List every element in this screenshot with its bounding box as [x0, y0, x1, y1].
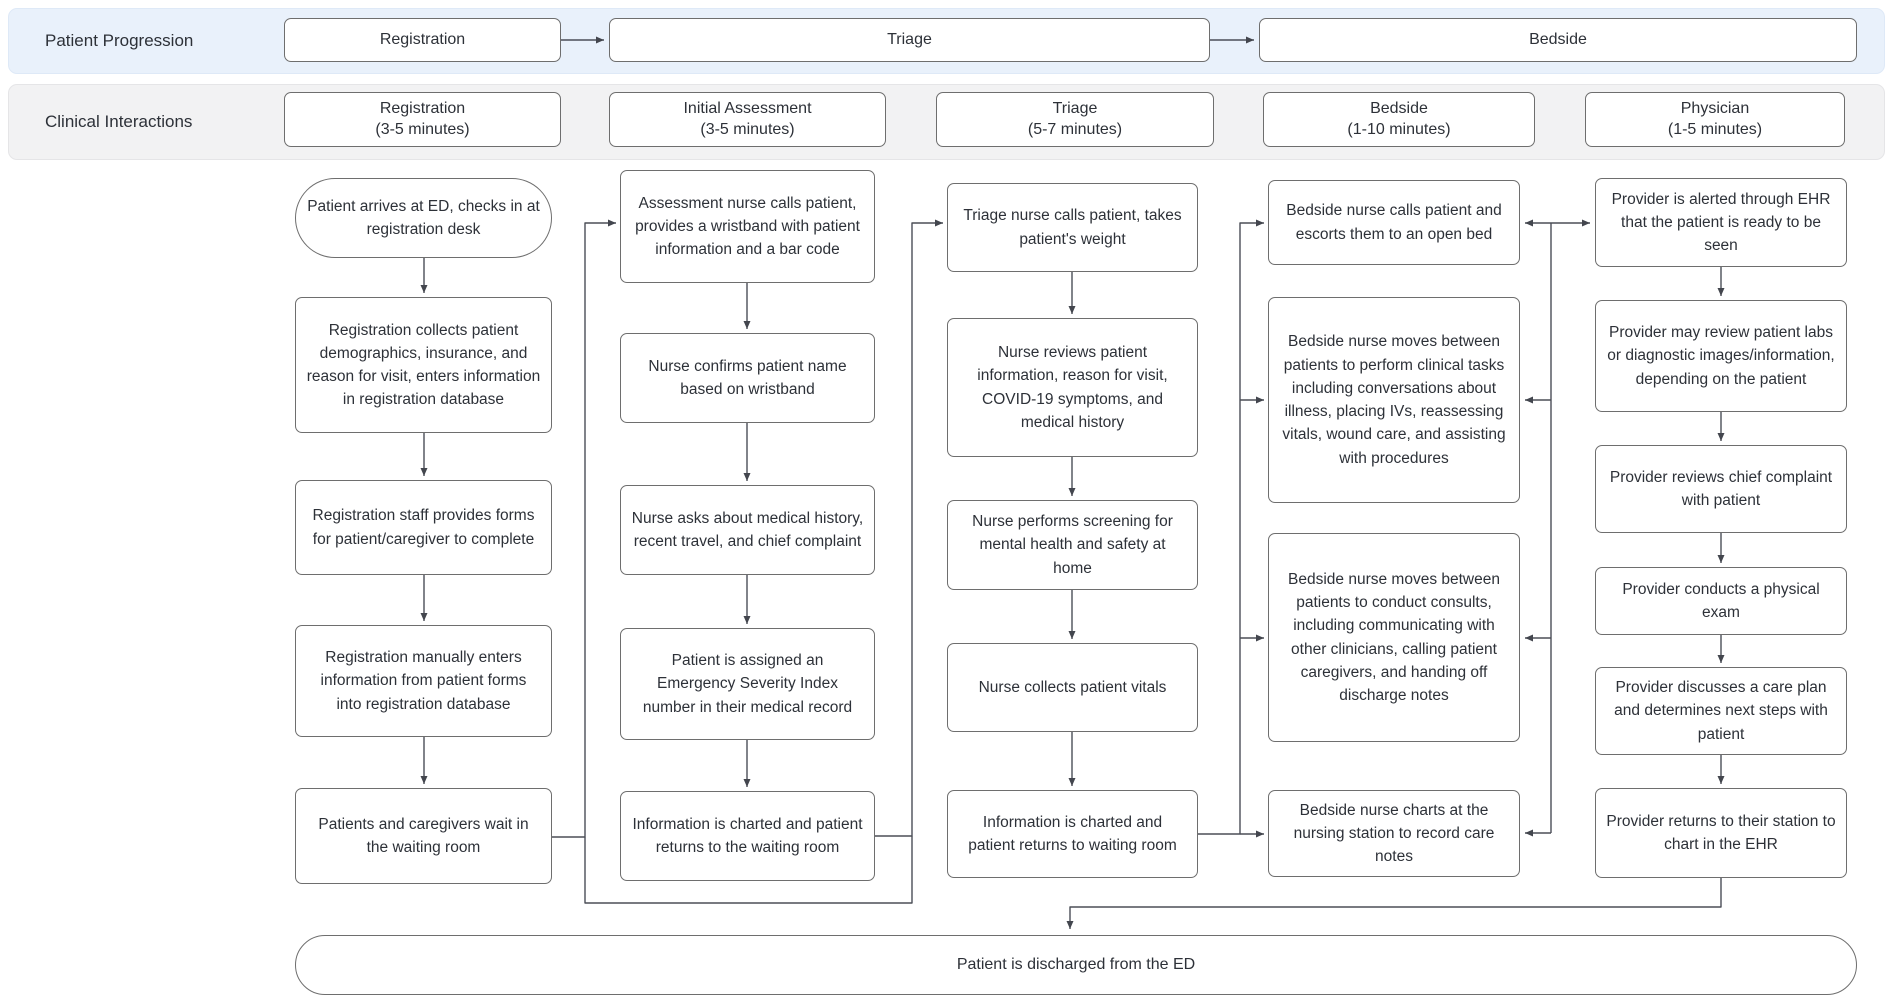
flow-step-physician-6: Provider returns to their station to cha… [1595, 788, 1847, 878]
flow-step-bedside-2: Bedside nurse moves between patients to … [1268, 297, 1520, 503]
interaction-duration: (5-7 minutes) [1027, 120, 1123, 138]
progression-stage-triage: Triage [609, 18, 1210, 62]
progression-stage-bedside: Bedside [1259, 18, 1857, 62]
interaction-name: Initial Assessment [683, 99, 812, 117]
interaction-name: Bedside [1370, 99, 1428, 117]
interaction-duration: (1-5 minutes) [1667, 120, 1763, 138]
flow-step-bedside-1: Bedside nurse calls patient and escorts … [1268, 180, 1520, 265]
flow-step-registration-4: Registration manually enters information… [295, 625, 552, 737]
flow-step-assessment-2: Nurse confirms patient name based on wri… [620, 333, 875, 423]
flow-step-registration-5: Patients and caregivers wait in the wait… [295, 788, 552, 884]
discharge-terminal: Patient is discharged from the ED [295, 935, 1857, 995]
flow-step-assessment-1: Assessment nurse calls patient, provides… [620, 170, 875, 283]
flow-step-assessment-5: Information is charted and patient retur… [620, 791, 875, 881]
interaction-triage: Triage (5-7 minutes) [936, 92, 1214, 147]
connector-physician-to-discharge [1066, 878, 1722, 929]
interaction-physician: Physician (1-5 minutes) [1585, 92, 1845, 147]
flow-step-registration-2: Registration collects patient demographi… [295, 297, 552, 433]
flow-step-physician-4: Provider conducts a physical exam [1595, 567, 1847, 635]
connector-triage-to-bedside-1 [1198, 219, 1264, 835]
interaction-registration: Registration (3-5 minutes) [284, 92, 561, 147]
connector-assessment-to-triage [875, 219, 943, 837]
interaction-duration: (3-5 minutes) [375, 120, 470, 138]
interaction-duration: (3-5 minutes) [700, 120, 795, 138]
flow-step-physician-5: Provider discusses a care plan and deter… [1595, 667, 1847, 755]
interaction-name: Registration [379, 99, 466, 117]
flow-step-assessment-4: Patient is assigned an Emergency Severit… [620, 628, 875, 740]
flow-step-physician-3: Provider reviews chief complaint with pa… [1595, 445, 1847, 533]
flow-step-registration-1: Patient arrives at ED, checks in at regi… [295, 178, 552, 258]
flow-step-assessment-3: Nurse asks about medical history, recent… [620, 485, 875, 575]
interaction-duration: (1-10 minutes) [1347, 120, 1451, 138]
flow-step-bedside-4: Bedside nurse charts at the nursing stat… [1268, 790, 1520, 877]
flow-step-registration-3: Registration staff provides forms for pa… [295, 480, 552, 575]
stage-label: Registration [379, 30, 466, 48]
flow-step-triage-2: Nurse reviews patient information, reaso… [947, 318, 1198, 457]
patient-progression-label: Patient Progression [45, 31, 194, 50]
flow-step-physician-2: Provider may review patient labs or diag… [1595, 300, 1847, 412]
flow-step-triage-3: Nurse performs screening for mental heal… [947, 500, 1198, 590]
flow-step-triage-4: Nurse collects patient vitals [947, 643, 1198, 732]
flow-step-triage-5: Information is charted and patient retur… [947, 790, 1198, 878]
stage-label: Triage [887, 30, 932, 48]
interaction-name: Triage [1052, 99, 1098, 117]
stage-label: Bedside [1529, 30, 1587, 48]
progression-stage-registration: Registration [284, 18, 561, 62]
connector-waitingroom-to-assessment [552, 219, 616, 838]
flow-step-physician-1: Provider is alerted through EHR that the… [1595, 178, 1847, 267]
flow-step-triage-1: Triage nurse calls patient, takes patien… [947, 183, 1198, 272]
interaction-name: Physician [1680, 99, 1750, 117]
flow-step-bedside-3: Bedside nurse moves between patients to … [1268, 533, 1520, 742]
clinical-interactions-label: Clinical Interactions [45, 112, 193, 131]
interaction-initial-assessment: Initial Assessment (3-5 minutes) [609, 92, 886, 147]
interaction-bedside: Bedside (1-10 minutes) [1263, 92, 1535, 147]
